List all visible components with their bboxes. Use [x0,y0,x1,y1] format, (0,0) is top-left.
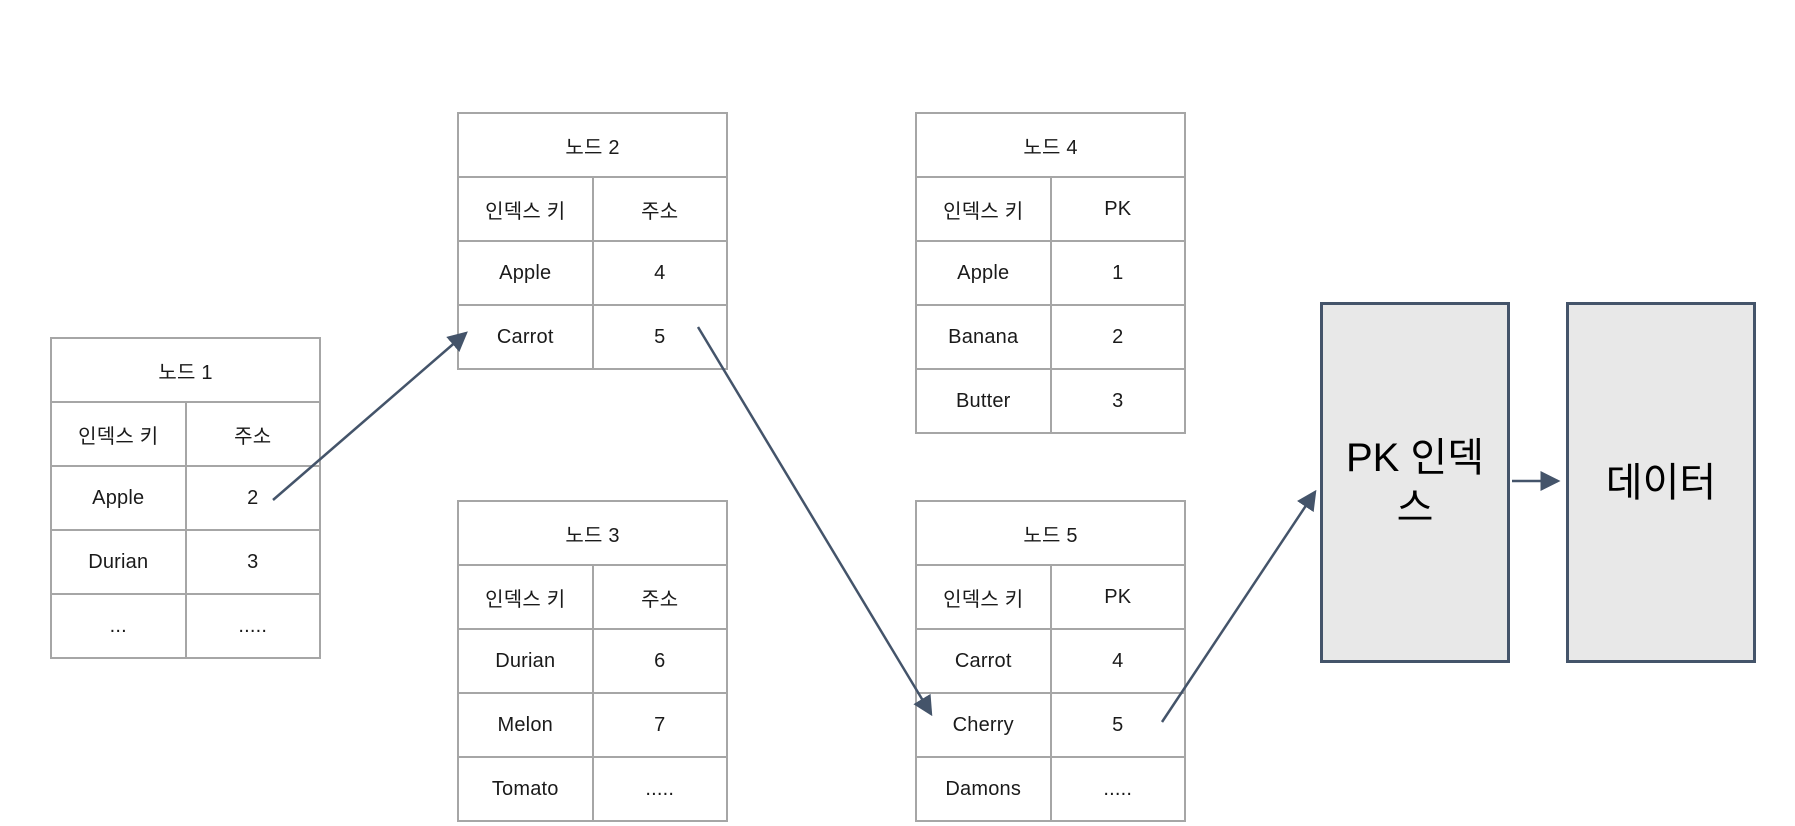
node-2-title: 노드 2 [459,114,726,176]
node-4-row-key: Banana [917,306,1050,368]
node-3-row-address: 7 [593,694,726,756]
node-2-row-address: 4 [593,242,726,304]
node-4-row-key: Butter [917,370,1050,432]
node-1-row-address: 3 [186,531,319,593]
node-2-row-key: Carrot [459,306,592,368]
node-1-row-key: Durian [52,531,185,593]
node-3-row-key: Tomato [459,758,592,820]
node-1-row-address: ..... [186,595,319,657]
node-1-address-header: 주소 [186,403,319,465]
pk-index-box: PK 인덱 스 [1320,302,1510,663]
node-3-row-address: 6 [593,630,726,692]
node-2-row-key: Apple [459,242,592,304]
node-4-row-key: Apple [917,242,1050,304]
node-5-row-pk: 5 [1051,694,1184,756]
node-1-title: 노드 1 [52,339,319,401]
node-4-title: 노드 4 [917,114,1184,176]
node-3-index-key-header: 인덱스 키 [459,566,592,628]
node-1-row-key: Apple [52,467,185,529]
node-3-table: 노드 3 인덱스 키 주소 Durian 6 Melon 7 Tomato ..… [457,500,728,822]
node-1-table: 노드 1 인덱스 키 주소 Apple 2 Durian 3 ... ..... [50,337,321,659]
node-5-title: 노드 5 [917,502,1184,564]
node-3-row-key: Melon [459,694,592,756]
node-5-row-pk: ..... [1051,758,1184,820]
node-3-row-address: ..... [593,758,726,820]
pk-index-label-line1: PK 인덱 [1345,435,1485,480]
data-box: 데이터 [1566,302,1756,663]
node-1-row-key: ... [52,595,185,657]
node-4-pk-header: PK [1051,178,1184,240]
arrow-node2-to-node5 [696,326,933,717]
node-4-row-pk: 3 [1051,370,1184,432]
node-5-row-pk: 4 [1051,630,1184,692]
node-5-row-key: Cherry [917,694,1050,756]
pk-index-label-line2: 스 [1396,485,1434,530]
node-4-table: 노드 4 인덱스 키 PK Apple 1 Banana 2 Butter 3 [915,112,1186,434]
node-2-table: 노드 2 인덱스 키 주소 Apple 4 Carrot 5 [457,112,728,370]
node-5-table: 노드 5 인덱스 키 PK Carrot 4 Cherry 5 Damons .… [915,500,1186,822]
node-1-row-address: 2 [186,467,319,529]
node-5-index-key-header: 인덱스 키 [917,566,1050,628]
node-5-row-key: Carrot [917,630,1050,692]
node-5-pk-header: PK [1051,566,1184,628]
node-3-title: 노드 3 [459,502,726,564]
node-2-address-header: 주소 [593,178,726,240]
node-4-row-pk: 2 [1051,306,1184,368]
node-3-address-header: 주소 [593,566,726,628]
node-4-row-pk: 1 [1051,242,1184,304]
node-3-row-key: Durian [459,630,592,692]
node-4-index-key-header: 인덱스 키 [917,178,1050,240]
node-2-index-key-header: 인덱스 키 [459,178,592,240]
data-label: 데이터 [1605,460,1717,505]
node-1-index-key-header: 인덱스 키 [52,403,185,465]
node-5-row-key: Damons [917,758,1050,820]
node-2-row-address: 5 [593,306,726,368]
